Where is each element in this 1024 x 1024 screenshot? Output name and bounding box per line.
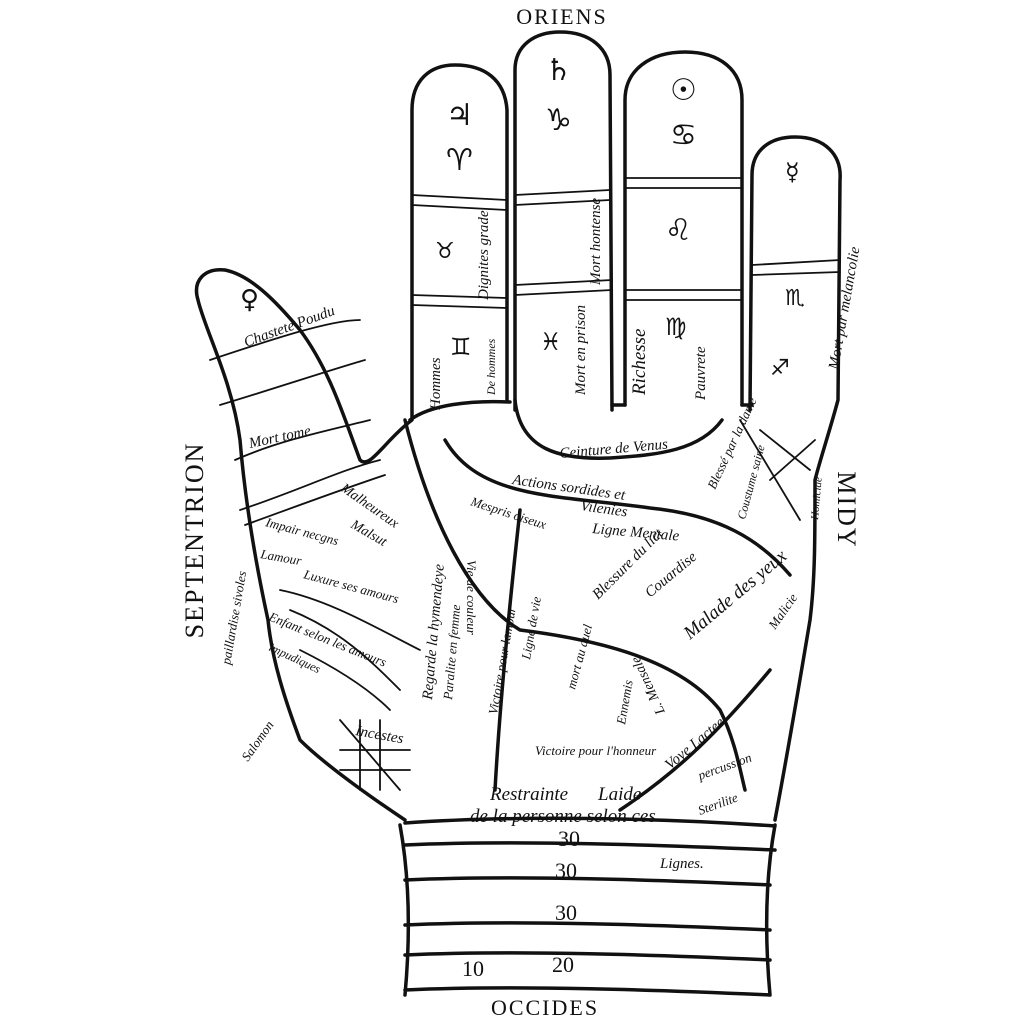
aries-symbol: ♈ [446, 143, 473, 178]
label-mort-prison: Mort en prison [573, 305, 589, 396]
sun-symbol: ☉ [670, 73, 697, 108]
wrist-number-3: 30 [555, 900, 577, 925]
saturn-line [493, 508, 522, 792]
wrist-number-4: 20 [552, 952, 574, 977]
label-mort-thumb: Mort tome [247, 423, 313, 452]
leo-symbol: ♌ [665, 213, 692, 248]
label-mespris: Mespris oiseux [468, 493, 548, 532]
label-hommes: Hommes [428, 357, 444, 411]
head-line [443, 438, 792, 577]
direction-bottom: OCCIDES [491, 995, 599, 1020]
label-ennemis: Ennemis [613, 679, 636, 727]
sagittarius-symbol: ♐ [770, 356, 790, 381]
label-coustume: Coustume saine [734, 443, 767, 521]
label-mort-duel: mort au duel [563, 622, 595, 690]
label-paillardise: paillardise sivoles [218, 570, 249, 667]
label-mort-melancolie: Mort par melancolie [826, 245, 864, 371]
label-restrainte: Restrainte [489, 784, 568, 805]
label-salomon: Salomon [238, 718, 276, 764]
heart-line [408, 399, 754, 422]
capricorn-symbol: ♑ [545, 103, 572, 138]
hand-outline [194, 30, 842, 822]
jupiter-symbol: ♃ [446, 98, 473, 133]
label-pauvrete: Pauvrete [693, 346, 709, 401]
label-victoire-honneur: Victoire pour l'honneur [535, 743, 657, 758]
venus-symbol: ♀ [240, 285, 259, 315]
virgo-symbol: ♍ [665, 313, 687, 341]
label-percussion: percussion [695, 750, 754, 784]
life-line [403, 418, 747, 792]
label-personne: de la personne selon ces [470, 806, 656, 827]
wrist-number-5: 10 [462, 956, 484, 981]
mercury-symbol: ☿ [785, 158, 800, 186]
taurus-symbol: ♉ [435, 239, 455, 264]
palm-hatching [279, 419, 816, 791]
gemini-symbol: ♊ [450, 333, 472, 361]
venus-girdle [513, 398, 724, 460]
label-couardise: Couardise [642, 549, 700, 601]
saturn-symbol: ♄ [545, 53, 572, 88]
thumb-bands [209, 319, 386, 526]
label-laide: Laide [597, 784, 641, 805]
wrist-number-2: 30 [555, 858, 577, 883]
label-dignites: Dignites grade [476, 210, 492, 301]
label-mort-hontense: Mort hontense [588, 198, 604, 286]
scorpio-symbol: ♏ [785, 286, 805, 311]
label-ligne-mentale: Ligne Mentale [591, 521, 680, 545]
label-vilenies: Vilenies [579, 498, 628, 520]
label-victoire-amour: Victoire pour lamour [485, 605, 519, 716]
wrist-number-1: 30 [558, 826, 580, 851]
label-richesse: Richesse [629, 329, 650, 396]
label-sterilite: Sterilite [696, 790, 740, 818]
label-de-hommes: De hommes [484, 338, 498, 396]
wrist [398, 816, 777, 997]
label-vie-couleur: Vie de couleur [464, 560, 479, 636]
direction-right: MIDY [832, 471, 861, 548]
label-lamour: Lamour [258, 546, 303, 568]
finger-joints [411, 177, 841, 309]
label-homicide: Homicide [809, 476, 825, 521]
direction-top: ORIENS [516, 4, 607, 29]
milky-way [618, 668, 772, 812]
label-impair: Impair necgns [263, 514, 340, 548]
label-paralite: Paralite en femme [440, 604, 463, 701]
label-ligne-vie: Ligne de vie [518, 595, 544, 661]
pisces-symbol: ♓ [540, 328, 562, 356]
cancer-symbol: ♋ [670, 118, 697, 153]
label-lignes: Lignes. [659, 856, 704, 872]
direction-left: SEPTENTRION [180, 442, 209, 639]
label-malicie: Malicie [765, 590, 801, 632]
